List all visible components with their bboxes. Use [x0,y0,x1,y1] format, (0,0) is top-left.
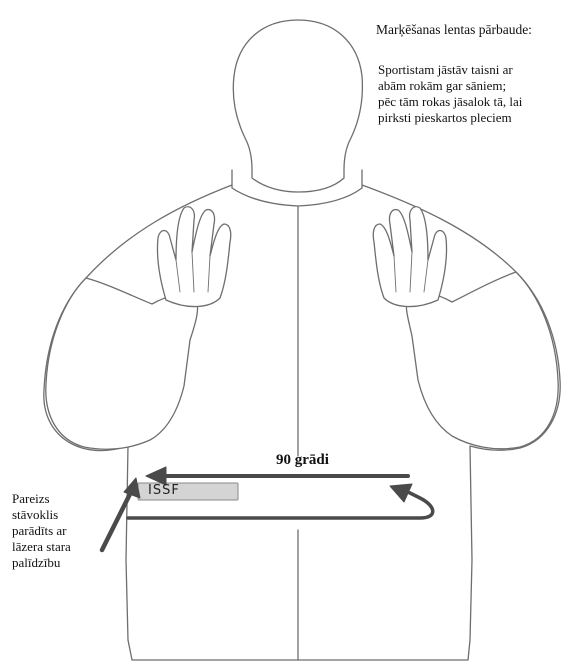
instruction-text: Sportistam jāstāv taisni ar abām rokām g… [378,62,583,126]
side-note-line: Pareizs [12,491,122,507]
instruction-line: abām rokām gar sāniem; [378,78,583,94]
side-note-line: stāvoklis [12,507,122,523]
side-note-line: palīdzību [12,555,122,571]
tape-label: ISSF [148,483,180,498]
side-note-line: lāzera stara [12,539,122,555]
side-note: Pareizs stāvoklis parādīts ar lāzera sta… [12,491,122,571]
page-title: Marķēšanas lentas pārbaude: [376,22,586,38]
head-outline [233,20,362,192]
instruction-line: Sportistam jāstāv taisni ar [378,62,583,78]
instruction-line: pirksti pieskartos pleciem [378,110,583,126]
instruction-line: pēc tām rokas jāsalok tā, lai [378,94,583,110]
side-note-line: parādīts ar [12,523,122,539]
angle-label: 90 grādi [276,452,329,469]
